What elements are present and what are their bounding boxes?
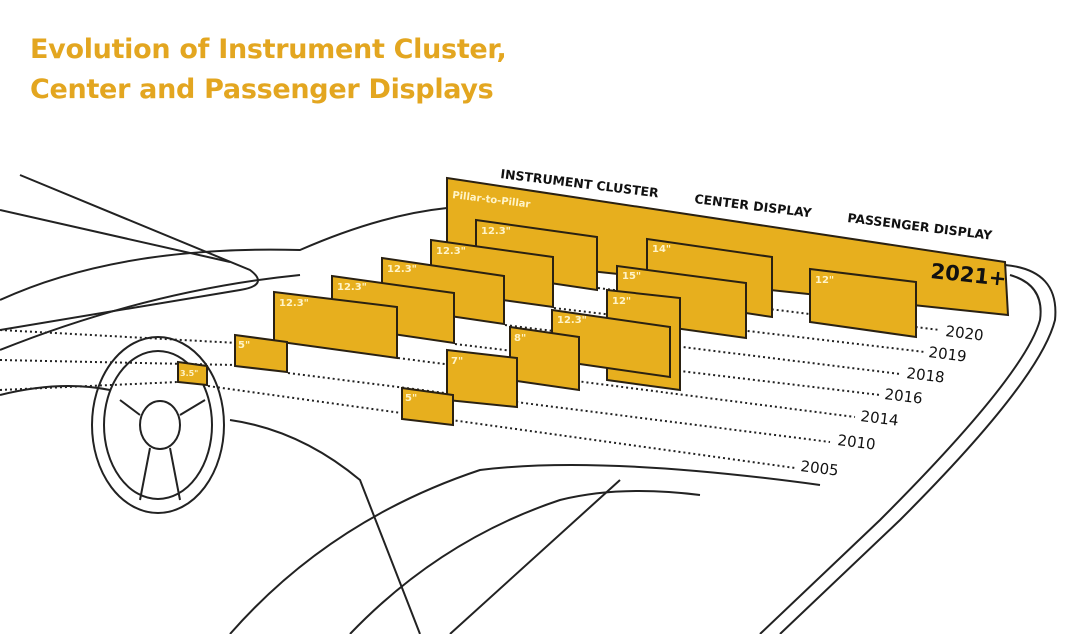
panel-ic-2005: 3.5": [177, 360, 208, 387]
panel-center-8: 8": [509, 325, 580, 392]
panel-center-5: 5": [401, 386, 454, 427]
year-label-2020: 2020: [945, 322, 985, 345]
steering-wheel: [91, 336, 225, 514]
panel-ic-2010: 5": [234, 333, 288, 374]
svg-text:14": 14": [652, 244, 671, 255]
year-label-2005: 2005: [800, 457, 840, 480]
svg-text:12.3": 12.3": [557, 315, 587, 326]
title-line-2: Center and Passenger Displays: [30, 74, 494, 105]
svg-text:8": 8": [514, 333, 526, 344]
panel-passenger-12: 12": [809, 267, 917, 339]
header-passenger-display: PASSENGER DISPLAY: [847, 210, 994, 243]
title-line-1: Evolution of Instrument Cluster,: [30, 34, 507, 65]
svg-text:12.3": 12.3": [481, 226, 511, 237]
car-interior-outline: [0, 174, 1057, 634]
diagram-title: Evolution of Instrument Cluster, Center …: [30, 30, 507, 110]
svg-text:12.3": 12.3": [279, 298, 309, 309]
year-label-2016: 2016: [884, 385, 924, 408]
svg-text:12": 12": [612, 296, 631, 307]
year-label-2019: 2019: [928, 343, 968, 366]
svg-text:15": 15": [622, 271, 641, 282]
header-center-display: CENTER DISPLAY: [694, 191, 814, 220]
year-label-2010: 2010: [837, 431, 877, 454]
panel-ic-2014: 12.3": [273, 290, 398, 360]
panel-center-7: 7": [446, 348, 518, 409]
svg-text:12.3": 12.3": [387, 264, 417, 275]
svg-text:5": 5": [238, 340, 250, 351]
svg-text:12.3": 12.3": [337, 282, 367, 293]
svg-text:7": 7": [451, 356, 463, 367]
year-label-2018: 2018: [906, 364, 946, 387]
svg-text:5": 5": [405, 393, 417, 404]
svg-text:12.3": 12.3": [436, 246, 466, 257]
svg-text:12": 12": [815, 275, 834, 286]
year-label-2014: 2014: [860, 407, 900, 430]
svg-text:3.5": 3.5": [180, 369, 198, 378]
